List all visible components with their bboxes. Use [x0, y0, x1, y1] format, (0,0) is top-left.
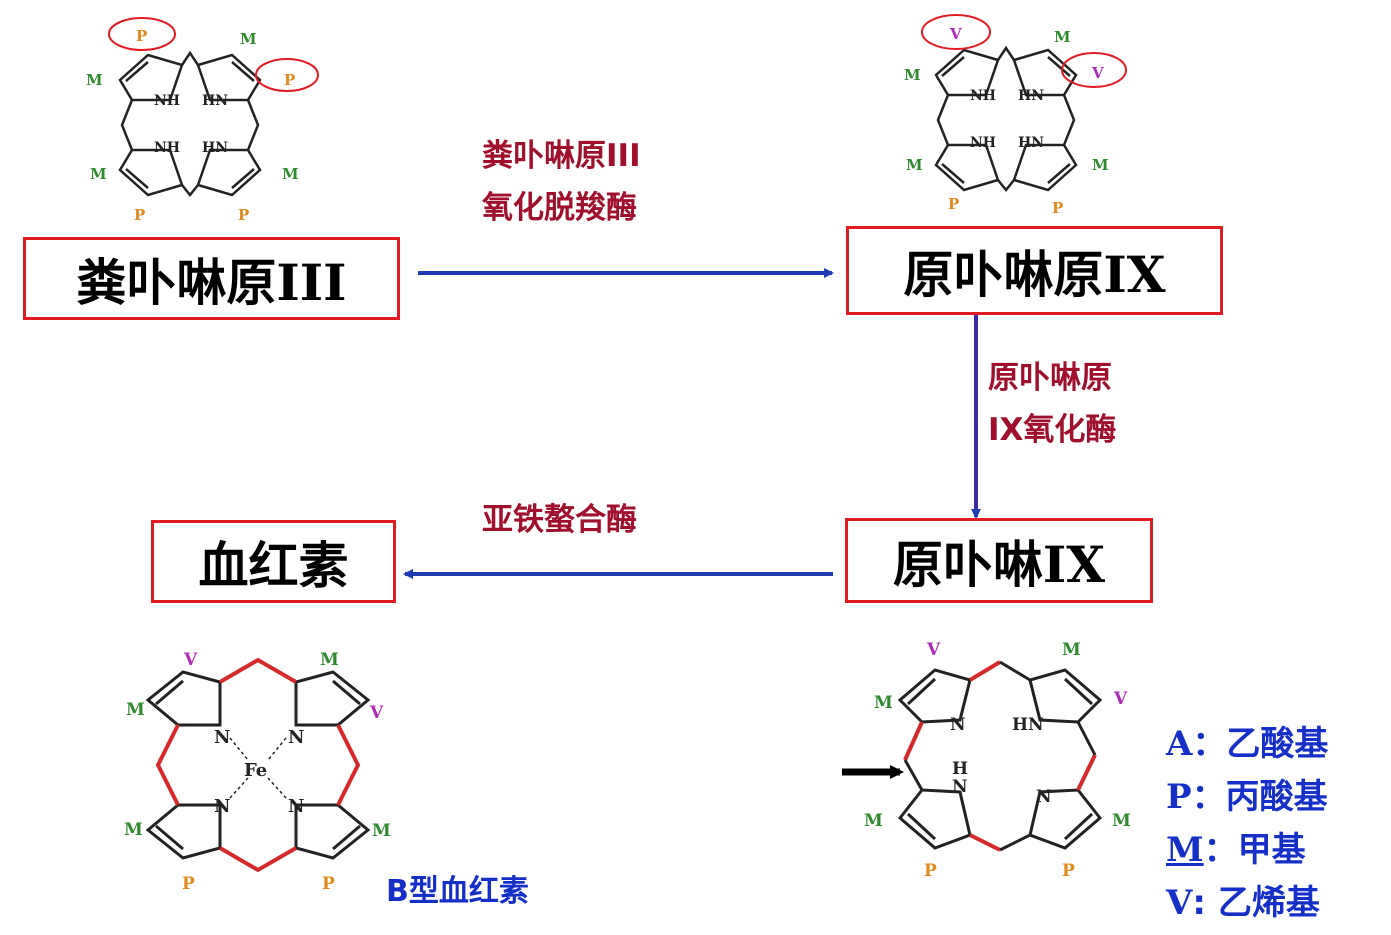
enzyme-protoporphyrinogen-oxidase: 原卟啉原 IX氧化酶 — [988, 352, 1116, 456]
enzyme-line: 原卟啉原 — [988, 360, 1112, 396]
node-label: 血红素 — [198, 535, 349, 595]
atom-n: N — [288, 727, 304, 748]
atom-n: N — [950, 715, 966, 735]
label-v: V — [949, 25, 962, 43]
legend-sep: ： — [1191, 777, 1226, 817]
highlight-circle — [255, 58, 319, 92]
legend-sep: ： — [1192, 724, 1227, 764]
label-p: P — [182, 874, 195, 894]
porphyrin-skeleton — [118, 50, 262, 198]
legend-sep: : — [1192, 883, 1218, 923]
heme-structure: N N N N Fe V M V M M P P M — [124, 650, 391, 894]
enzyme-line: 粪卟啉原III — [482, 138, 641, 174]
enzyme-coproporphyrinogen-oxidase: 粪卟啉原III 氧化脱羧酶 — [482, 130, 641, 234]
label-m: M — [372, 821, 391, 841]
label-p: P — [924, 861, 937, 881]
legend: A：乙酸基 P：丙酸基 M：甲基 V: 乙烯基 — [1166, 718, 1328, 930]
atom-hn: HN — [1018, 88, 1044, 104]
label-p: P — [322, 874, 335, 894]
protoporphyrin-structure: N HN H N N V M V M M P P M — [864, 640, 1131, 881]
atom-nh: NH — [970, 135, 996, 151]
label-p: P — [284, 71, 295, 89]
label-v: V — [926, 640, 941, 660]
label-p: P — [948, 195, 959, 213]
atom-n: N — [214, 796, 230, 817]
enzyme-line: 氧化脱羧酶 — [482, 190, 637, 226]
legend-value: 乙酸基 — [1226, 724, 1329, 764]
label-m: M — [240, 30, 257, 48]
node-protoporphyrin-ix: 原卟啉IX — [845, 518, 1153, 603]
node-heme: 血红素 — [151, 520, 396, 603]
label-v: V — [183, 650, 198, 670]
legend-value: 乙烯基 — [1217, 883, 1320, 923]
protoporphyrinogen-structure: NH HN NH HN V M V M M P P M — [904, 14, 1127, 217]
atom-n: N — [1036, 787, 1052, 807]
enzyme-line: IX氧化酶 — [988, 412, 1117, 448]
atom-hn: HN — [1018, 135, 1044, 151]
label-m: M — [1054, 28, 1071, 46]
node-label: 原卟啉原IX — [903, 244, 1166, 304]
atom-nh: NH — [970, 88, 996, 104]
highlight-circle — [108, 17, 176, 51]
atom-fe: Fe — [244, 760, 267, 781]
atom-n: N — [288, 796, 304, 817]
enzyme-ferrochelatase: 亚铁螯合酶 — [482, 494, 637, 546]
label-p: P — [238, 206, 249, 224]
highlight-circle — [921, 14, 991, 50]
label-m: M — [864, 811, 883, 831]
atom-hn: HN — [1012, 715, 1044, 735]
atom-h: H — [952, 759, 968, 779]
legend-row: P：丙酸基 — [1166, 771, 1328, 824]
node-label: 粪卟啉原III — [76, 252, 347, 312]
atom-nh: NH — [154, 140, 180, 156]
label-m: M — [1062, 640, 1081, 660]
label-m: M — [124, 820, 143, 840]
label-m: M — [126, 700, 145, 720]
atom-n: N — [214, 727, 230, 748]
label-m: M — [904, 66, 921, 84]
atom-n: N — [952, 777, 968, 797]
coproporphyrinogen-structure: NH HN NH HN P M P M M P P M — [86, 17, 319, 224]
legend-key: V — [1166, 883, 1193, 923]
label-p: P — [134, 206, 145, 224]
label-m: M — [1112, 811, 1131, 831]
highlight-circle — [1061, 52, 1127, 88]
atom-nh: NH — [154, 93, 180, 109]
legend-row: A：乙酸基 — [1166, 718, 1328, 771]
node-coproporphyrinogen-iii: 粪卟啉原III — [23, 237, 400, 320]
label-m: M — [282, 165, 299, 183]
label-v: V — [1113, 689, 1128, 709]
label-m: M — [86, 71, 103, 89]
enzyme-line: 亚铁螯合酶 — [482, 502, 637, 538]
label-v: V — [369, 703, 384, 723]
legend-sep: ： — [1203, 830, 1238, 870]
legend-row: V: 乙烯基 — [1166, 877, 1328, 930]
node-label: 原卟啉IX — [892, 534, 1106, 594]
label-v: V — [1091, 64, 1104, 82]
legend-row: M：甲基 — [1166, 824, 1328, 877]
label-p: P — [1062, 861, 1075, 881]
legend-key: A — [1166, 724, 1193, 764]
legend-key: M — [1166, 830, 1204, 870]
legend-key: P — [1166, 777, 1192, 817]
node-protoporphyrinogen-ix: 原卟啉原IX — [846, 226, 1223, 315]
label-p: P — [1052, 199, 1063, 217]
label-m: M — [874, 693, 893, 713]
label-p: P — [136, 27, 147, 45]
label-m: M — [90, 165, 107, 183]
legend-value: 甲基 — [1237, 830, 1306, 870]
atom-hn: HN — [202, 93, 228, 109]
label-m: M — [320, 650, 339, 670]
label-m: M — [1092, 156, 1109, 174]
label-m: M — [906, 156, 923, 174]
legend-value: 丙酸基 — [1225, 777, 1328, 817]
atom-hn: HN — [202, 140, 228, 156]
heme-caption: B型血红素 — [386, 874, 529, 909]
